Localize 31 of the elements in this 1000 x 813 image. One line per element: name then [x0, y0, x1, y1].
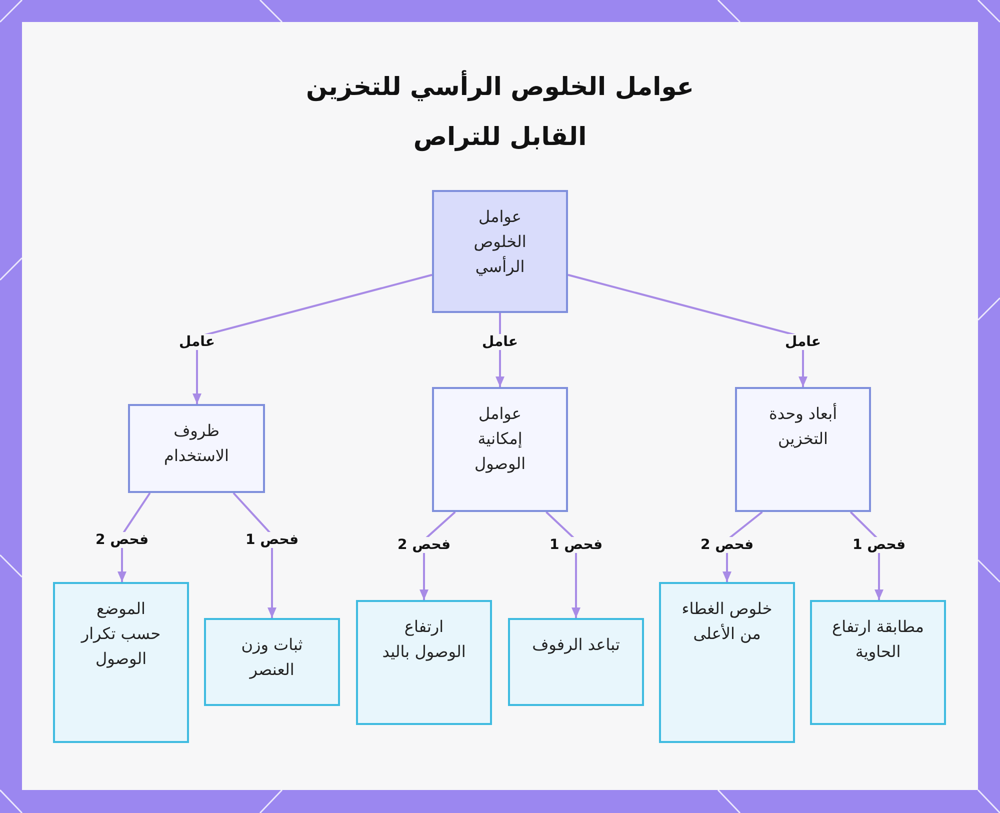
edge-label: فحص 2: [698, 537, 756, 553]
root-box: [432, 190, 568, 313]
node-text: عوامل إمكانية الوصول: [473, 403, 527, 475]
node-text: تباعد الرفوف: [532, 634, 620, 656]
node-text: ثبات وزن العنصر: [240, 634, 304, 681]
edge-label: فحص 2: [94, 532, 150, 548]
check-box: [204, 618, 340, 706]
category-box: [432, 387, 568, 512]
node-text: ارتفاع الوصول باليد: [381, 616, 467, 663]
category-box: [735, 387, 871, 512]
connector-arrow: [232, 492, 276, 618]
connector-arrow: [568, 274, 808, 387]
node-text: أبعاد وحدة التخزين: [768, 402, 838, 450]
check-box: [53, 582, 189, 743]
edge-label: عامل: [177, 334, 217, 350]
node-text: ظروف الاستخدام: [163, 420, 230, 467]
check-box: [810, 600, 946, 725]
connector-arrow: [192, 274, 432, 404]
check-box: [659, 582, 795, 743]
node-text: عوامل الخلوص الرأسي: [472, 206, 528, 278]
node-text: مطابقة ارتفاع الحاوية: [832, 616, 924, 663]
node-text: الموضع حسب تكرار الوصول: [80, 598, 162, 670]
connector-arrow: [546, 511, 580, 618]
category-box: [128, 404, 265, 493]
edge-label: عامل: [783, 334, 823, 350]
check-box: [356, 600, 492, 725]
check-box: [508, 618, 644, 706]
diagram-title: عوامل الخلوص الرأسي للتخزين القابل للتراص: [305, 69, 695, 154]
node-text: خلوص الغطاء من الأعلى: [681, 598, 773, 645]
edge-label: عامل: [480, 334, 520, 350]
edge-label: فحص 2: [396, 537, 452, 553]
